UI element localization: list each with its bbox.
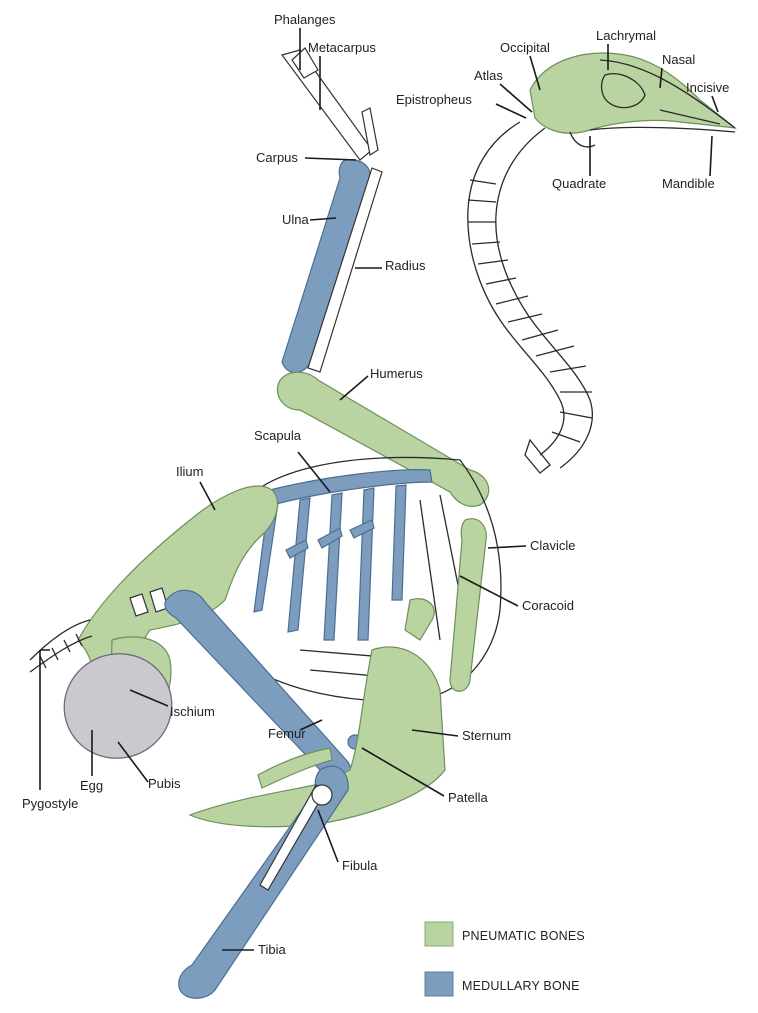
label-ulna: Ulna (282, 212, 310, 227)
label-pubis: Pubis (148, 776, 181, 791)
scapula-bone (270, 470, 432, 505)
label-scapula: Scapula (254, 428, 302, 443)
label-ischium: Ischium (170, 704, 215, 719)
label-clavicle: Clavicle (530, 538, 576, 553)
legend-label-medullary: MEDULLARY BONE (462, 979, 580, 993)
label-mandible: Mandible (662, 176, 715, 191)
wing (277, 48, 488, 506)
label-quadrate: Quadrate (552, 176, 606, 191)
label-coracoid: Coracoid (522, 598, 574, 613)
clavicle-bone (450, 519, 486, 692)
legend-swatch-medullary (425, 972, 453, 996)
metacarpus-bone (282, 50, 372, 160)
label-pygostyle: Pygostyle (22, 796, 78, 811)
label-epistropheus: Epistropheus (396, 92, 472, 107)
legend-swatch-pneumatic (425, 922, 453, 946)
label-ilium: Ilium (176, 464, 203, 479)
label-femur: Femur (268, 726, 306, 741)
label-incisive: Incisive (686, 80, 729, 95)
label-nasal: Nasal (662, 52, 695, 67)
legend: PNEUMATIC BONES MEDULLARY BONE (425, 922, 585, 996)
label-patella: Patella (448, 790, 489, 805)
label-atlas: Atlas (474, 68, 503, 83)
coracoid-bone (405, 599, 434, 640)
label-metacarpus: Metacarpus (308, 40, 376, 55)
label-lachrymal: Lachrymal (596, 28, 656, 43)
label-egg: Egg (80, 778, 103, 793)
label-occipital: Occipital (500, 40, 550, 55)
label-sternum: Sternum (462, 728, 511, 743)
skull (530, 53, 735, 147)
label-radius: Radius (385, 258, 426, 273)
label-tibia: Tibia (258, 942, 286, 957)
leg (165, 590, 445, 998)
neck-vertebrae (468, 122, 593, 473)
label-humerus: Humerus (370, 366, 423, 381)
label-carpus: Carpus (256, 150, 298, 165)
legend-label-pneumatic: PNEUMATIC BONES (462, 929, 585, 943)
label-phalanges: Phalanges (274, 12, 336, 27)
label-fibula: Fibula (342, 858, 378, 873)
